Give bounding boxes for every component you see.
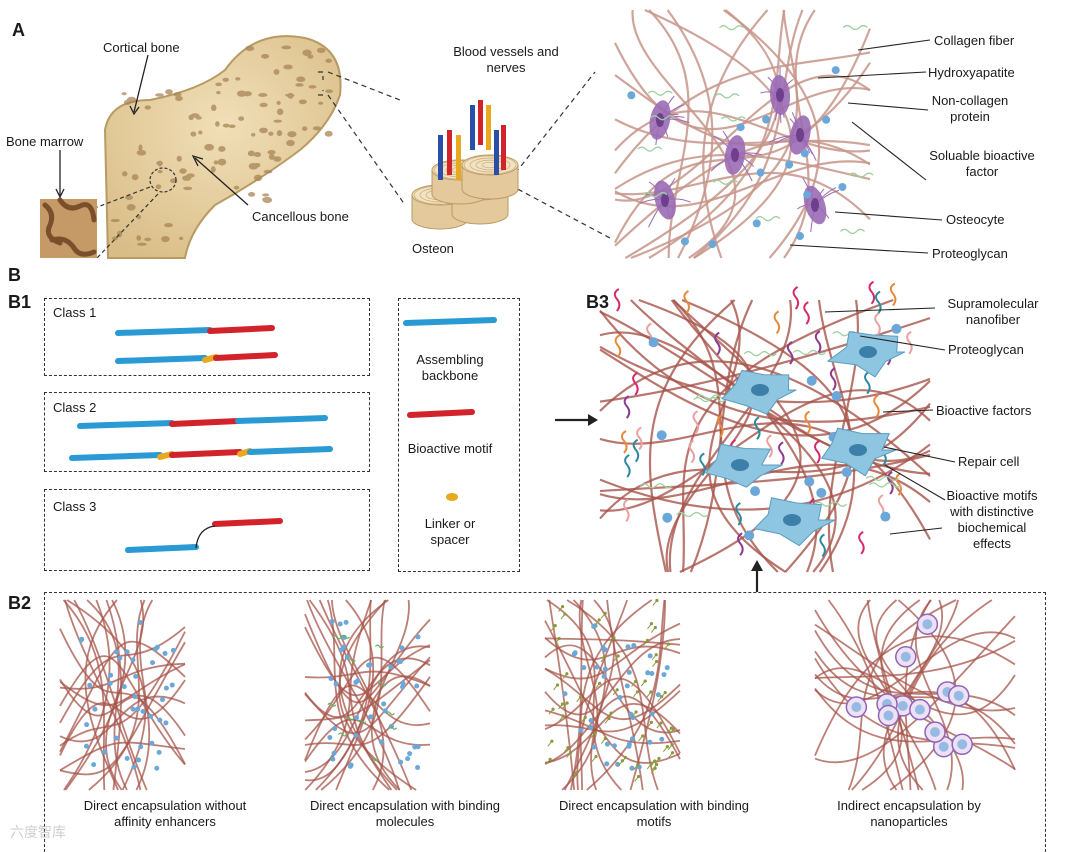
label-osteocyte: Osteocyte (946, 212, 1005, 227)
label-bioactive-motifs: Bioactive motifs with distinctive bioche… (946, 488, 1038, 551)
caption-binding-molecules: Direct encapsulation with binding molecu… (309, 798, 501, 829)
bone-matrix-illustration (614, 8, 874, 260)
flow-arrows (555, 414, 763, 592)
label-repair-cell: Repair cell (958, 454, 1020, 469)
caption-binding-motifs: Direct encapsulation with binding motifs (558, 798, 750, 829)
femur-illustration (94, 35, 342, 259)
label-bioactive-factors: Bioactive factors (936, 403, 1032, 418)
label-blood-vessels: Blood vessels and nerves (453, 44, 559, 75)
zoom-lines-a (318, 71, 611, 239)
panel-label-b: B (8, 265, 21, 285)
label-bone-marrow: Bone marrow (6, 134, 84, 149)
label-non-collagen-protein: Non-collagen protein (931, 93, 1009, 124)
bone-leaders (55, 54, 249, 206)
bone-marrow-inset (40, 197, 97, 258)
label-proteoglycan-b3: Proteoglycan (948, 342, 1024, 357)
label-cortical-bone: Cortical bone (103, 40, 180, 55)
legend-box (398, 298, 520, 572)
label-class-1: Class 1 (53, 305, 97, 320)
panel-label-b3: B3 (586, 292, 610, 312)
caption-nanoparticles: Indirect encapsulation by nanoparticles (837, 798, 981, 829)
legend-linker: Linker or spacer (424, 516, 476, 547)
legend-motif: Bioactive motif (407, 441, 493, 456)
b3-leaders (824, 307, 956, 535)
legend-backbone: Assembling backbone (416, 352, 484, 383)
label-supramolecular-nanofiber: Supramolecular nanofiber (947, 296, 1039, 327)
class-2-box (44, 392, 370, 472)
encapsulation-scaffolds (59, 598, 1016, 791)
caption-no-affinity: Direct encapsulation without affinity en… (83, 798, 247, 829)
panel-label-b1: B1 (8, 292, 32, 312)
label-collagen-fiber: Collagen fiber (934, 33, 1015, 48)
label-cancellous-bone: Cancellous bone (252, 209, 349, 224)
matrix-leaders (789, 39, 943, 254)
class-1-box (44, 298, 370, 376)
label-hydroxyapatite: Hydroxyapatite (928, 65, 1015, 80)
label-class-2: Class 2 (53, 400, 97, 415)
osteon-illustration (411, 100, 519, 230)
panel-label-a: A (12, 20, 25, 40)
panel-label-b2: B2 (8, 593, 32, 613)
molecule-classes (69, 317, 497, 553)
watermark: 六度智库 (10, 824, 66, 840)
supramolecular-network (599, 280, 931, 573)
label-proteoglycan-a: Proteoglycan (932, 246, 1008, 261)
label-soluable-bioactive-factor: Soluable bioactive factor (929, 148, 1035, 179)
label-osteon: Osteon (412, 241, 454, 256)
b2-frame (44, 592, 1046, 852)
label-class-3: Class 3 (53, 499, 97, 514)
class-3-box (44, 489, 370, 571)
